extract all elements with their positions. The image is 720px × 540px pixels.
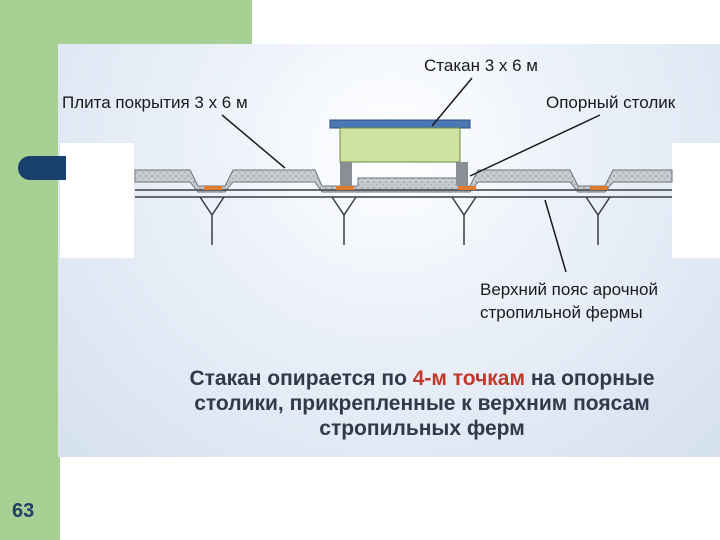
label-cup: Стакан 3 х 6 м: [424, 56, 538, 75]
cup-body: [339, 127, 461, 163]
slide-caption: Стакан опирается по 4-м точкам на опорны…: [130, 366, 714, 441]
caption-line-3: стропильных ферм: [319, 417, 525, 440]
label-support-table: Опорный столик: [546, 93, 676, 112]
top-green-block: [0, 0, 252, 44]
diagram-panel: [58, 44, 720, 457]
bearing-plate: [590, 186, 608, 190]
leader-cup: [431, 77, 473, 127]
slide-number: 63: [12, 500, 35, 522]
leader-slab: [221, 114, 286, 169]
label-top-chord-line1: Верхний пояс арочной: [480, 280, 658, 299]
bearing-plate: [336, 186, 354, 190]
bearing-plate: [204, 186, 222, 190]
caption-line-2: столики, прикрепленные к верхним поясам: [194, 392, 650, 415]
label-roof-slab: Плита покрытия 3 х 6 м: [62, 93, 248, 112]
cup-left-leg: [340, 162, 352, 186]
cup-right-leg: [456, 162, 468, 186]
caption-text: Стакан опирается по: [189, 367, 413, 390]
label-top-chord-line2: стропильной фермы: [480, 303, 643, 322]
cup-top-flange: [329, 119, 471, 129]
caption-line-1: Стакан опирается по 4-м точкам на опорны…: [130, 366, 714, 391]
slide-tab-marker: [18, 156, 66, 180]
leader-chord: [544, 199, 567, 273]
sidebar-green-bar: [0, 0, 60, 540]
caption-highlight: 4-м точкам: [412, 367, 526, 390]
bearing-plate: [458, 186, 476, 190]
right-white-block: [672, 143, 720, 258]
left-white-block: [60, 143, 134, 258]
label-top-chord: Верхний пояс арочной стропильной фермы: [480, 278, 658, 324]
leader-table: [469, 114, 601, 177]
truss-diagonals: [199, 196, 611, 245]
roof-slab: [134, 169, 673, 193]
caption-text: на опорные: [525, 367, 655, 390]
